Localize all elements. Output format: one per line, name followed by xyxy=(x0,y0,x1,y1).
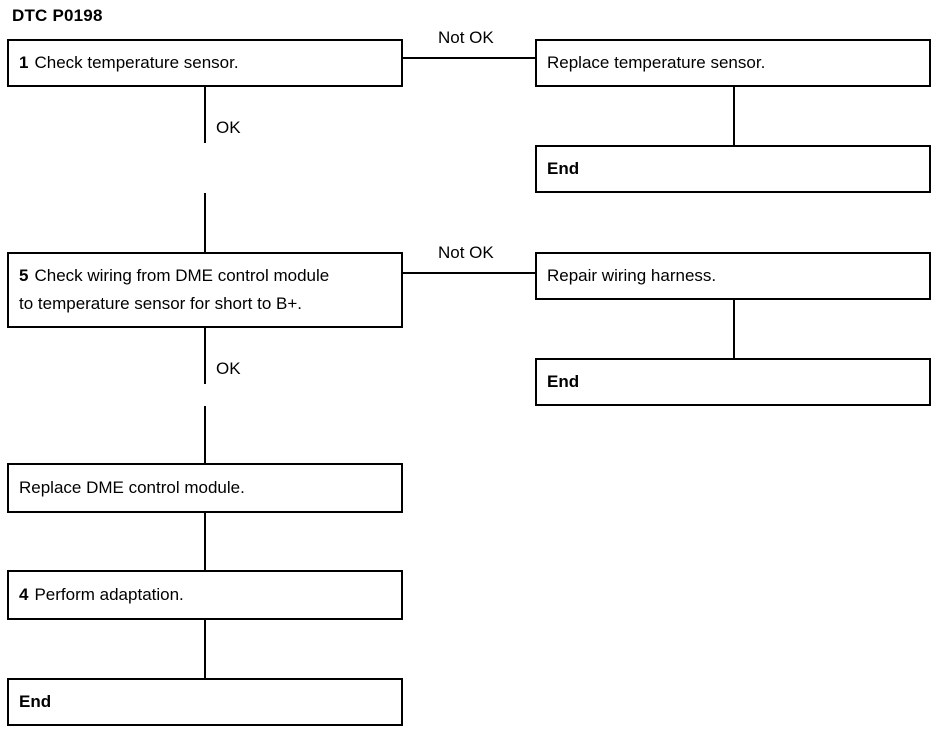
step-5-line-1: 5 Check wiring from DME control module xyxy=(19,262,391,290)
connector-step5-ok-bottom xyxy=(204,406,206,463)
connector-repair-end xyxy=(733,300,735,358)
step-4-box: 4 Perform adaptation. xyxy=(7,570,403,620)
replace-dme-box: Replace DME control module. xyxy=(7,463,403,513)
label-ok-1: OK xyxy=(216,118,241,137)
end-text-2: End xyxy=(547,372,580,391)
connector-dme-step4 xyxy=(204,513,206,570)
connector-step1-ok-top xyxy=(204,87,206,143)
connector-replace-sensor-end xyxy=(733,87,735,145)
connector-step1-not-ok xyxy=(403,57,535,59)
end-box-1: End xyxy=(535,145,931,193)
connector-step4-end xyxy=(204,620,206,678)
step-5-box: 5 Check wiring from DME control module to… xyxy=(7,252,403,328)
connector-step1-ok-bottom xyxy=(204,193,206,252)
step-4-text: Perform adaptation. xyxy=(34,585,184,604)
label-ok-2: OK xyxy=(216,359,241,378)
label-not-ok-1: Not OK xyxy=(438,28,494,47)
replace-sensor-box: Replace temperature sensor. xyxy=(535,39,931,87)
step-4-content: 4 Perform adaptation. xyxy=(19,581,391,609)
step-5-number: 5 xyxy=(19,266,29,285)
step-1-box: 1 Check temperature sensor. xyxy=(7,39,403,87)
step-5-text-2: to temperature sensor for short to B+. xyxy=(19,294,302,313)
step-1-content: 1 Check temperature sensor. xyxy=(19,49,391,77)
step-5-text-1: Check wiring from DME control module xyxy=(34,266,330,285)
end-box-3: End xyxy=(7,678,403,726)
repair-harness-box: Repair wiring harness. xyxy=(535,252,931,300)
connector-step5-ok-top xyxy=(204,328,206,384)
connector-step5-not-ok xyxy=(403,272,535,274)
replace-dme-text: Replace DME control module. xyxy=(19,478,245,497)
end-text-3: End xyxy=(19,692,52,711)
repair-harness-text: Repair wiring harness. xyxy=(547,266,717,285)
end-box-2: End xyxy=(535,358,931,406)
step-1-number: 1 xyxy=(19,53,29,72)
replace-sensor-text: Replace temperature sensor. xyxy=(547,53,766,72)
step-1-text: Check temperature sensor. xyxy=(34,53,239,72)
step-4-number: 4 xyxy=(19,585,29,604)
label-not-ok-2: Not OK xyxy=(438,243,494,262)
diagram-title: DTC P0198 xyxy=(12,6,103,25)
end-text-1: End xyxy=(547,159,580,178)
